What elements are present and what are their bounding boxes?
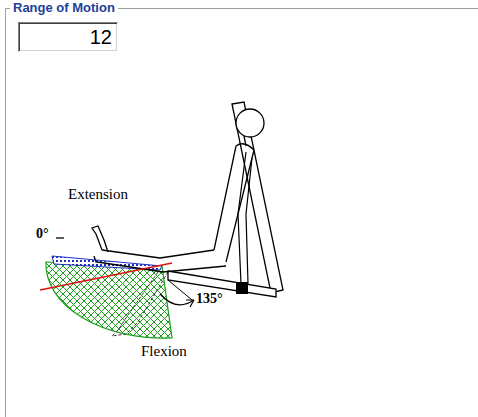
angle-label: 0° [36, 226, 49, 241]
value-field: 12 [18, 22, 118, 52]
extension-label: Extension [68, 186, 128, 203]
group-title: Range of Motion [10, 0, 118, 16]
angle-label: 135° [196, 291, 223, 306]
flexion-label: Flexion [141, 343, 187, 360]
value-text: 12 [19, 23, 117, 49]
